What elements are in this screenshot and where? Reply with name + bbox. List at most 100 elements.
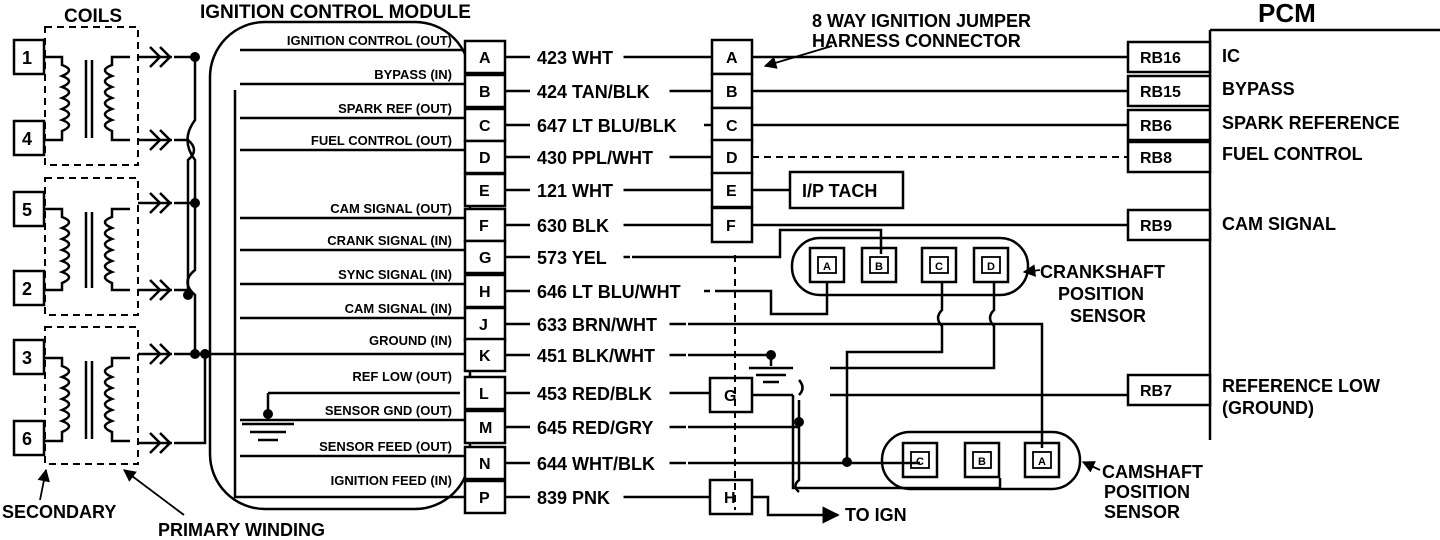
icm-pin-label: G [479,250,491,267]
coil-bus-wiring [174,52,210,445]
icm-pin-F: F [463,207,530,243]
crank-sensor-pin: C [920,246,958,284]
icm-pin-B: B [463,73,530,109]
secondary-pointer-arrow [37,468,50,501]
cam-sensor-pin: B [963,441,1001,479]
ip-tach: I/P TACH [752,170,905,210]
icm-pin-G: G [463,239,530,275]
jumper-pin-C: C [710,106,1128,144]
pcm-pin-label: RB9 [1140,218,1172,235]
icm-pin-label: F [479,218,489,235]
jumper-title-line2: HARNESS CONNECTOR [812,31,1021,51]
pcm-pin-label: RB15 [1140,84,1181,101]
coil-winding-pair-2 [44,207,130,292]
camshaft-label-1: CAMSHAFT [1102,462,1203,482]
crankshaft-label-2: POSITION [1058,284,1144,304]
icm-pin-label: J [479,317,488,334]
pcm-pin-label: RB6 [1140,118,1172,135]
icm-signal-row: SENSOR FEED (OUT) [240,439,465,458]
icm-pin-N: N [463,445,530,481]
crank-sensor-pin-label: B [875,261,883,273]
icm-signal-row: GROUND (IN) [369,333,452,348]
wire-11: 453 RED/BLK [537,384,710,404]
icm-body [208,20,472,511]
icm-signal-row: BYPASS (IN) [240,67,465,86]
icm-internal-feed [233,90,465,499]
icm-signal-row: SPARK REF (OUT) [240,101,465,120]
icm-pin-A: A [463,39,530,75]
icm-signal-label: GROUND (IN) [369,333,452,348]
icm-pin-label: H [479,284,491,301]
wire-label: 453 RED/BLK [537,384,652,404]
coil-pack-3-6 [44,326,139,465]
pcm-pin-RB9: RB9 [1126,208,1212,242]
cam-sensor-pin-label: B [978,456,986,468]
icm-signal-row: IGNITION CONTROL (OUT) [240,33,465,52]
crank-sensor-pin-label: D [987,261,995,273]
jumper-pin-D: D [710,138,1128,176]
coil-pack-1-4 [44,26,139,166]
jumper-pin-label: D [726,150,738,167]
coil-label-3: 3 [22,348,32,368]
coil-connector-chevron-6 [138,432,172,454]
icm-pin-label: A [479,50,491,67]
coil-label-5: 5 [22,200,32,220]
crankshaft-sensor-pins: A B C D [808,246,1010,284]
coil-label-1: 1 [22,48,32,68]
icm-pin-D: D [463,139,530,175]
pcm-signal-label: IC [1222,46,1240,66]
jumper-pin-label: H [724,490,736,507]
pcm-signal-label: BYPASS [1222,79,1295,99]
jumper-pin-label: G [724,388,736,405]
icm-signal-row: REF LOW (OUT) [352,369,452,384]
icm-pin-label: B [479,84,491,101]
icm-signal-label: SENSOR GND (OUT) [325,403,452,418]
icm-signal-row: CAM SIGNAL (IN) [240,301,465,320]
wire-9: 633 BRN/WHT [537,315,686,335]
wire-14: 839 PNK [537,488,710,508]
wire-label: 644 WHT/BLK [537,454,655,474]
jumper-pin-label: F [726,218,736,235]
icm-signal-label: FUEL CONTROL (OUT) [311,133,452,148]
icm-pin-P: P [463,479,530,515]
crank-sensor-pin-label: C [935,261,943,273]
wire-3: 647 LT BLU/BLK [537,116,712,136]
icm-pin-label: L [479,386,489,403]
wire-12: 645 RED/GRY [537,418,686,438]
crank-sensor-pin: D [972,246,1010,284]
icm-signal-label: IGNITION FEED (IN) [331,473,452,488]
wire-1: 423 WHT [537,48,712,68]
crank-sensor-pin-label: A [823,261,831,273]
icm-pin-label: C [479,118,491,135]
jumper-pin-label: A [726,50,738,67]
wire-label: 647 LT BLU/BLK [537,116,677,136]
coils-title: COILS [64,6,122,27]
camshaft-label-2: POSITION [1104,482,1190,502]
icm-signal-label: BYPASS (IN) [374,67,452,82]
jumper-pin-B: B [710,72,1128,110]
icm-signal-label: REF LOW (OUT) [352,369,452,384]
jumper-title-line1: 8 WAY IGNITION JUMPER [812,11,1031,31]
icm-signal-row: SENSOR GND (OUT) [240,403,465,422]
sensor-ground-symbol [242,391,460,442]
icm-signal-label: SENSOR FEED (OUT) [319,439,452,454]
jumper-pin-F: F [710,206,1128,244]
wire-label: 573 YEL [537,248,607,268]
pcm-ref-low-label: REFERENCE LOW [1222,376,1380,396]
coil-connector-chevron-1 [138,46,172,68]
crank-sensor-pin: B [860,246,898,284]
coil-connector-chevron-4 [138,279,172,301]
wire-4: 430 PPL/WHT [537,148,712,168]
icm-pin-label: P [479,490,490,507]
jumper-pin-label: B [726,84,738,101]
crank-sensor-pin: A [808,246,846,284]
coil-number-boxes: 1 4 5 2 3 6 [12,38,46,457]
icm-signal-label: CAM SIGNAL (IN) [345,301,452,316]
wire-8: 646 LT BLU/WHT [537,282,710,302]
pcm-signal-label: SPARK REFERENCE [1222,113,1400,133]
